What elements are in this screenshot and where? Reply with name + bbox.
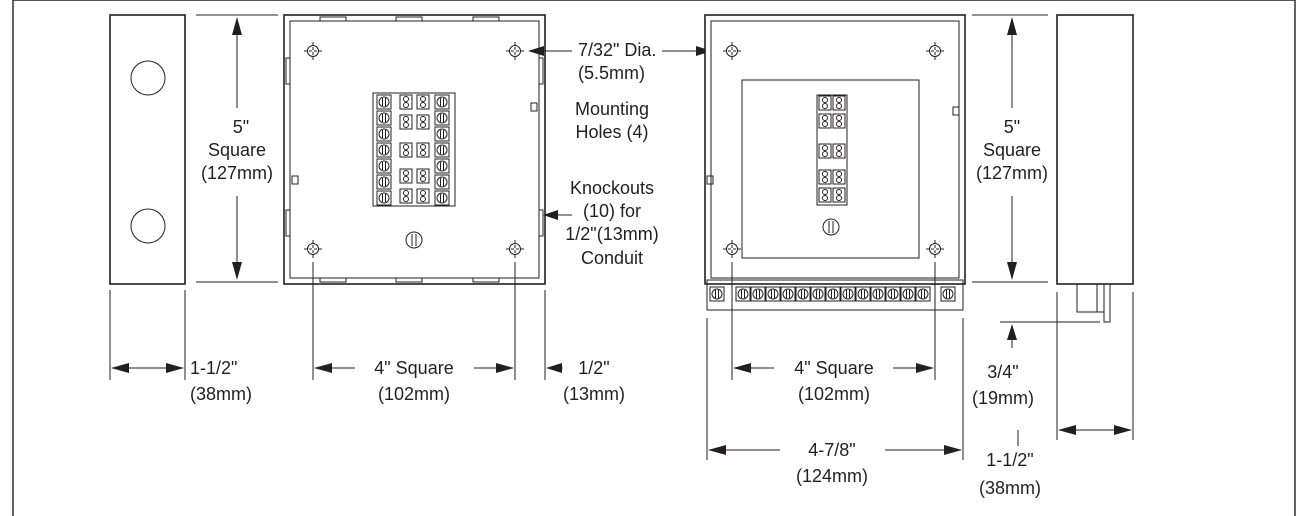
depth-dimension-left: 1-1/2" (38mm) xyxy=(111,358,252,404)
depth-right-mm: (38mm) xyxy=(979,478,1041,498)
knockout-depth-dimension: 1/2" (13mm) xyxy=(546,358,625,404)
knockouts-label-4: Conduit xyxy=(581,248,643,268)
left-side-view xyxy=(109,14,186,285)
width-left-value: 4" Square xyxy=(374,358,453,378)
height-dimension-right: 5" Square (127mm) xyxy=(972,14,1048,283)
height-left-value: 5" xyxy=(233,117,249,137)
terminal-block xyxy=(372,92,456,207)
right-front-view xyxy=(704,14,966,311)
half-inch-mm: (13mm) xyxy=(563,384,625,404)
width-left-mm: (102mm) xyxy=(378,384,450,404)
mount-holes-label-2: Holes (4) xyxy=(575,122,648,142)
knockouts-label-3: 1/2"(13mm) xyxy=(565,224,658,244)
overall-width-dimension: 4-7/8" (124mm) xyxy=(708,440,962,486)
depth-right-value: 1-1/2" xyxy=(986,450,1033,470)
three-quarter-mm: (19mm) xyxy=(972,388,1034,408)
depth-left-mm: (38mm) xyxy=(190,384,252,404)
knockout-circle xyxy=(130,208,166,244)
left-front-view xyxy=(283,14,546,285)
height-right-value: 5" xyxy=(1004,117,1020,137)
knockout-circle xyxy=(130,60,166,96)
ground-screw-icon xyxy=(405,231,423,249)
height-dimension-left: 5" Square (127mm) xyxy=(196,14,278,283)
half-inch-value: 1/2" xyxy=(578,358,609,378)
knockouts-label-2: (10) for xyxy=(583,201,641,221)
width-right-mm: (102mm) xyxy=(798,384,870,404)
width-dimension-left: 4" Square (102mm) xyxy=(314,358,514,404)
height-right-square: Square xyxy=(983,140,1041,160)
extension-lines xyxy=(109,262,1134,460)
height-left-mm: (127mm) xyxy=(201,163,273,183)
mount-dia: 7/32" Dia. xyxy=(578,40,656,60)
overall-width-mm: (124mm) xyxy=(796,466,868,486)
mount-dia-mm: (5.5mm) xyxy=(578,63,645,83)
terminal-depth-dimension: 3/4" (19mm) xyxy=(972,324,1034,408)
right-side-view xyxy=(1056,14,1134,323)
width-right-value: 4" Square xyxy=(794,358,873,378)
width-dimension-right: 4" Square (102mm) xyxy=(733,358,934,404)
three-quarter-value: 3/4" xyxy=(987,362,1018,382)
height-right-mm: (127mm) xyxy=(976,163,1048,183)
knockouts-label-1: Knockouts xyxy=(570,178,654,198)
overall-width-value: 4-7/8" xyxy=(808,440,855,460)
relay-terminal-block xyxy=(816,94,848,206)
height-left-square: Square xyxy=(208,140,266,160)
depth-left-value: 1-1/2" xyxy=(190,358,237,378)
mount-holes-label-1: Mounting xyxy=(575,99,649,119)
depth-dimension-right: 1-1/2" (38mm) xyxy=(979,425,1132,498)
mounting-hole-callout: 7/32" Dia. (5.5mm) Mounting Holes (4) xyxy=(528,40,712,142)
drawing-frame xyxy=(12,0,1296,516)
ground-screw-icon xyxy=(822,218,840,236)
knockout-callout: Knockouts (10) for 1/2"(13mm) Conduit xyxy=(543,178,659,268)
terminal-strip xyxy=(706,279,964,311)
